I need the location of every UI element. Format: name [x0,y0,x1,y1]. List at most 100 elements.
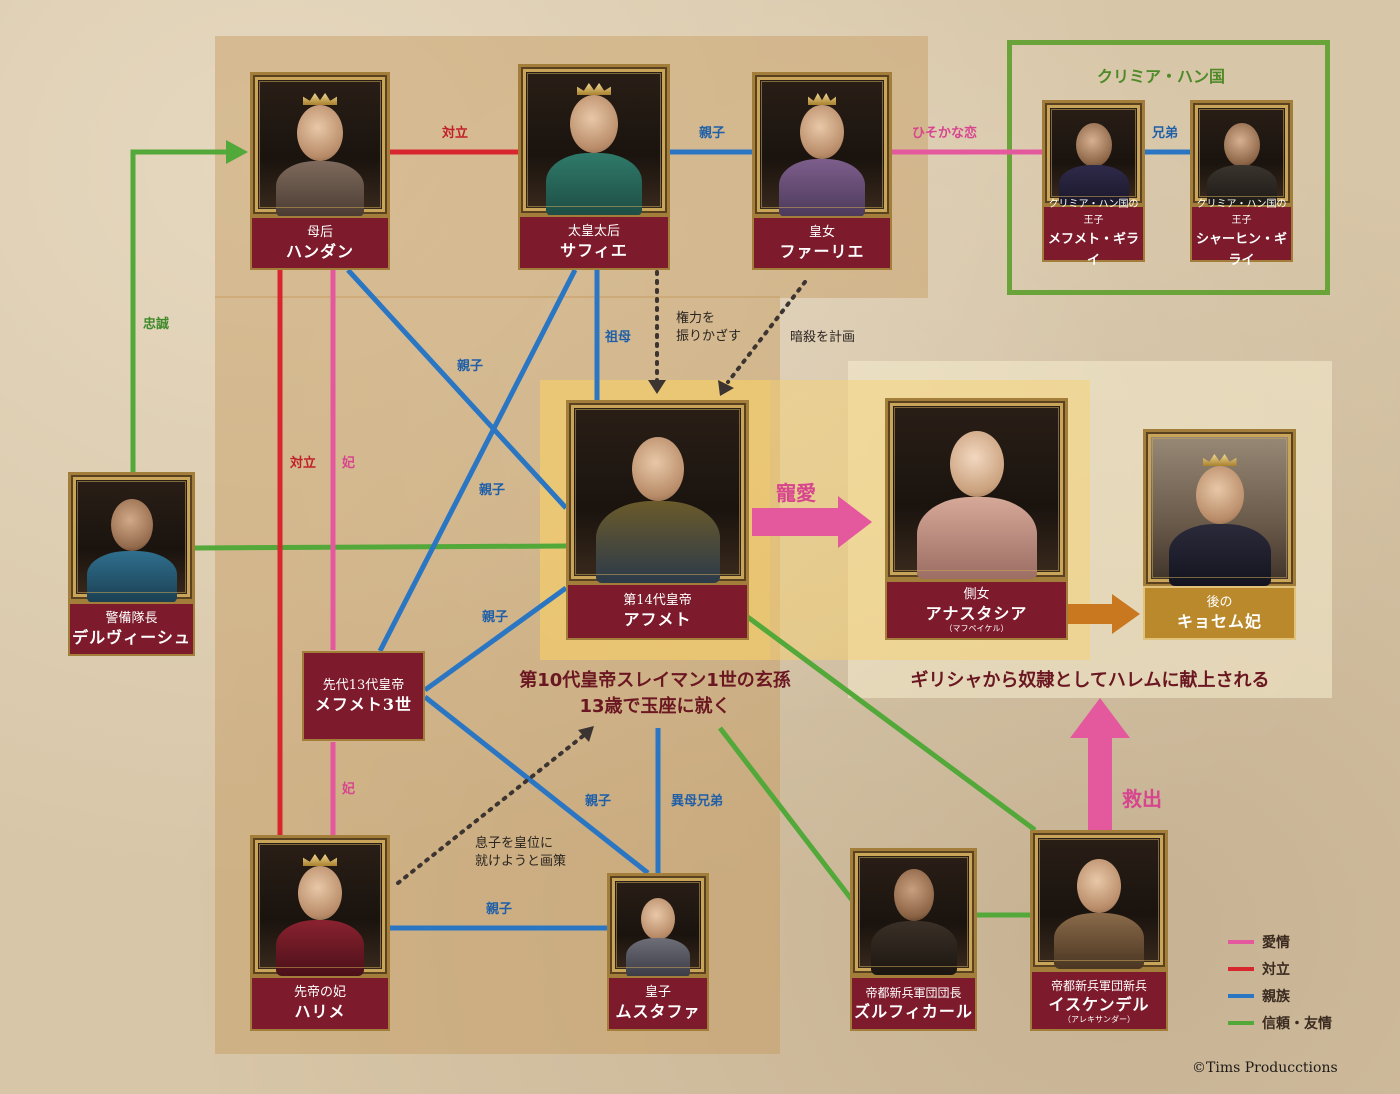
label-safiye-mehmet3: 親子 [479,483,506,498]
card-sahin-giray[interactable]: クリミア・ハン国の王子シャーヒン・ギライ [1190,100,1293,268]
sub-iskender: （アレキサンダー） [1063,1014,1135,1024]
line-caption-zulfikar [718,726,854,902]
label-safiye-fahriye: 親子 [699,126,726,141]
name-iskender: イスケンデル [1048,994,1150,1014]
label-box-kosem: 後のキョセム妃 [1143,586,1296,640]
name-sahin-giray: シャーヒン・ギライ [1195,231,1287,268]
legend-item-love: 愛情 [1228,928,1332,955]
name-kosem: キョセム妃 [1176,611,1262,631]
title-dervish: 警備隊長 [105,610,158,626]
card-zulfikar[interactable]: 帝都新兵軍団団長ズルフィカール [850,848,977,1031]
label-handan-consort: 妃 [342,456,356,471]
label-box-dervish: 警備隊長デルヴィーシュ [68,602,195,656]
card-kosem[interactable]: 後のキョセム妃 [1143,429,1296,640]
label-box-sahin-giray: クリミア・ハン国の王子シャーヒン・ギライ [1190,199,1293,268]
title-mustafa: 皇子 [644,985,671,1000]
title-fahriye: 皇女 [808,224,835,240]
title-kosem: 後の [1206,594,1233,610]
portrait-safiye [518,64,670,216]
label-box-safiye: 太皇太后サフィエ [518,215,670,270]
card-fahriye[interactable]: 皇女ファーリエ [752,72,892,270]
name-mehmet-giray: メフメト・ギライ [1047,231,1139,268]
portrait-fahriye [752,72,892,217]
legend-item-family: 親族 [1228,982,1332,1009]
label-power-2: 振りかざす [676,329,742,344]
label-box-iskender: 帝都新兵軍団新兵イスケンデル（アレキサンダー） [1030,970,1168,1031]
label-grandmother: 祖母 [605,330,632,345]
legend-label-love: 愛情 [1262,934,1290,951]
label-half-brothers: 異母兄弟 [671,794,724,809]
card-mustafa[interactable]: 皇子ムスタファ [607,873,709,1031]
card-handan[interactable]: 母后ハンダン [250,72,390,270]
card-ahmet[interactable]: 第14代皇帝アフメト [566,400,749,640]
legend: 愛情 対立 親族 信頼・友情 [1228,928,1332,1036]
name-mehmet3: メフメト3世 [314,694,413,714]
label-love: 寵愛 [776,481,816,505]
line-safiye-mehmet3 [377,268,578,653]
title-halime: 先帝の妃 [293,985,346,1000]
crimea-title: クリミア・ハン国 [1097,67,1226,86]
legend-label-family: 親族 [1262,988,1290,1005]
card-dervish[interactable]: 警備隊長デルヴィーシュ [68,472,195,656]
line-mehmet3-mustafa [423,695,650,875]
label-fahriye-mehmet: ひそかな恋 [912,126,978,141]
portrait-ahmet [566,400,749,584]
arrow-love [752,496,872,548]
name-handan: ハンダン [285,241,354,261]
label-box-halime: 先帝の妃ハリメ [250,976,390,1031]
label-box-anastasia: 側女アナスタシア（マフペイケル） [885,580,1068,640]
label-mehmet3-mustafa: 親子 [585,794,612,809]
label-halime-mustafa: 親子 [486,902,513,917]
label-box-fahriye: 皇女ファーリエ [752,216,892,270]
label-mehmet3-ahmet: 親子 [482,610,509,625]
title-handan: 母后 [306,224,333,240]
label-handan-halime-conflict: 対立 [290,456,317,471]
title-iskender: 帝都新兵軍団新兵 [1050,978,1147,993]
portrait-zulfikar [850,848,977,976]
label-handan-ahmet: 親子 [457,359,484,374]
portrait-iskender [1030,830,1168,970]
name-ahmet: アフメト [623,610,692,629]
label-power-1: 権力を [676,311,716,326]
legend-label-trust: 信頼・友情 [1262,1015,1332,1032]
card-mehmet3[interactable]: 先代13代皇帝メフメト3世 [302,651,425,741]
caption-ahmet-line1: 第10代皇帝スレイマン1世の玄孫 [519,670,791,691]
arrow-assassination [718,380,734,396]
title-safiye: 太皇太后 [567,224,620,239]
label-mehmet-sahin: 兄弟 [1152,126,1179,141]
copyright: ©Tims Producctions [1192,1060,1338,1076]
portrait-kosem [1143,429,1296,587]
line-dervish-handan [130,149,232,472]
line-mehmet3-ahmet [423,585,568,693]
title-sahin-giray: クリミア・ハン国の王子 [1196,198,1287,226]
portrait-mehmet-giray [1042,100,1145,207]
arrow-dervish-handan [226,140,248,164]
portrait-halime [250,835,390,977]
portrait-anastasia [885,398,1068,580]
arrow-future [1068,594,1140,634]
label-handan-safiye: 対立 [442,126,469,141]
label-box-mehmet-giray: クリミア・ハン国の王子メフメト・ギライ [1042,199,1145,268]
label-scheme-2: 就けようと画策 [475,854,567,869]
arrow-power [648,380,666,394]
label-scheme-1: 息子を皇位に [475,836,554,851]
label-box-mustafa: 皇子ムスタファ [607,976,709,1031]
label-loyalty: 忠誠 [143,317,170,332]
portrait-mustafa [607,873,709,978]
card-iskender[interactable]: 帝都新兵軍団新兵イスケンデル（アレキサンダー） [1030,830,1168,1031]
title-zulfikar: 帝都新兵軍団団長 [865,986,962,1000]
name-zulfikar: ズルフィカール [854,1002,973,1021]
caption-anastasia: ギリシャから奴隷としてハレムに献上される [910,670,1270,691]
title-ahmet: 第14代皇帝 [623,593,692,608]
card-mehmet-giray[interactable]: クリミア・ハン国の王子メフメト・ギライ [1042,100,1145,268]
label-box-handan: 母后ハンダン [250,216,390,270]
label-box-ahmet: 第14代皇帝アフメト [566,583,749,640]
card-safiye[interactable]: 太皇太后サフィエ [518,64,670,270]
line-dervish-ahmet [194,543,567,551]
card-halime[interactable]: 先帝の妃ハリメ [250,835,390,1031]
name-safiye: サフィエ [560,241,628,260]
arrow-scheme [578,726,594,742]
card-anastasia[interactable]: 側女アナスタシア（マフペイケル） [885,398,1068,640]
legend-item-trust: 信頼・友情 [1228,1009,1332,1036]
